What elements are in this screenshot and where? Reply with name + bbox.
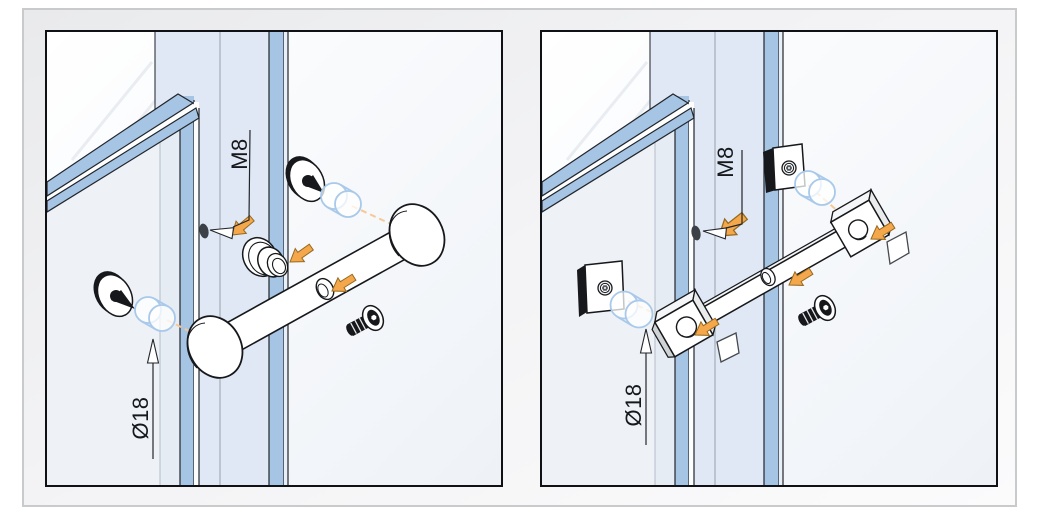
handle-end-block-lower bbox=[651, 287, 717, 358]
bar-center-screw-hole bbox=[760, 267, 776, 287]
square-pull-drawing: M8 Ø18 bbox=[542, 32, 996, 485]
installation-diagram-round-pull: M8 Ø18 bbox=[45, 30, 503, 487]
dimension-arrowhead bbox=[146, 338, 160, 364]
dimension-arrowhead bbox=[209, 227, 235, 240]
m8-dimension: M8 bbox=[199, 129, 252, 240]
threaded-stud bbox=[110, 290, 135, 309]
hex-socket-nut bbox=[597, 280, 613, 296]
handle-screw-hole bbox=[315, 277, 335, 301]
hex-socket-nut bbox=[781, 160, 797, 176]
glass-adapter-bushing bbox=[241, 236, 289, 278]
glass-protection-gasket-lower bbox=[609, 290, 654, 329]
figure-card: M8 Ø18 bbox=[22, 8, 1017, 507]
countersunk-screw bbox=[798, 294, 837, 326]
handle-end-block-upper bbox=[829, 187, 893, 258]
countersunk-screw bbox=[346, 304, 385, 336]
round-mounting-rose-lower bbox=[93, 271, 135, 318]
square-pull-handle bbox=[651, 187, 893, 358]
cover-cap-upper bbox=[886, 230, 910, 266]
thread-size-label: M8 bbox=[713, 146, 738, 178]
round-pull-drawing: M8 Ø18 bbox=[47, 32, 501, 485]
installation-diagram-square-pull: M8 Ø18 bbox=[540, 30, 998, 487]
cover-caps bbox=[716, 230, 910, 363]
glass-protection-gasket-upper bbox=[794, 170, 836, 206]
cover-cap-lower bbox=[716, 332, 740, 363]
diameter-dimension: Ø18 bbox=[621, 328, 653, 445]
m8-dimension: M8 bbox=[691, 146, 743, 241]
dimension-arrowhead bbox=[702, 227, 728, 240]
drill-hole-oval bbox=[691, 225, 701, 241]
dimension-arrowhead bbox=[639, 328, 653, 354]
round-pull-handle bbox=[186, 203, 446, 379]
hole-diameter-label: Ø18 bbox=[128, 396, 153, 439]
thread-size-label: M8 bbox=[227, 138, 252, 170]
glass-protection-gasket-lower bbox=[134, 296, 176, 332]
glass-protection-gasket-upper bbox=[320, 182, 362, 218]
diameter-dimension: Ø18 bbox=[128, 338, 160, 459]
hole-diameter-label: Ø18 bbox=[621, 383, 646, 426]
drill-hole-oval bbox=[199, 223, 209, 239]
side-glass-panel bbox=[47, 93, 200, 485]
round-mounting-rose-upper bbox=[285, 156, 326, 203]
square-mounting-rose-upper bbox=[763, 143, 806, 193]
threaded-stud bbox=[302, 175, 324, 193]
